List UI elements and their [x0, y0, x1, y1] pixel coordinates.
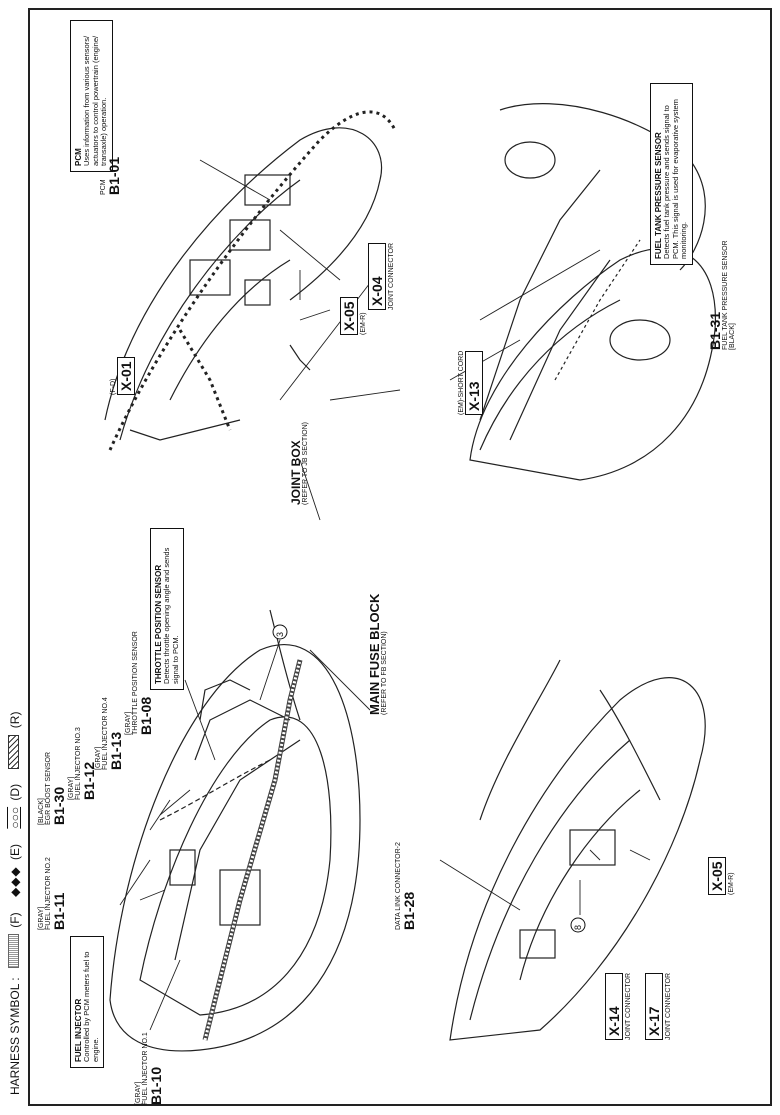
- note-fuel-tank-body: Detects fuel tank pressure and sends sig…: [662, 99, 689, 259]
- note-fuel-injector: FUEL INJECTOR Controlled by PCM meters f…: [70, 936, 105, 1068]
- legend-label: HARNESS SYMBOL :: [8, 977, 22, 1095]
- joint-box-sub: (REFER TO JB SECTION): [302, 422, 309, 505]
- note-fuel-tank-sensor: FUEL TANK PRESSURE SENSOR Detects fuel t…: [650, 83, 694, 265]
- interior-rear-drawing: [449, 659, 706, 1041]
- legend-item-f: (F): [8, 912, 22, 928]
- rear-vehicle-drawing: [469, 103, 716, 481]
- connector-b1-10: [GRAY] FUEL INJECTOR NO.1 B1-10: [135, 1032, 164, 1105]
- main-fuse-title: MAIN FUSE BLOCK: [367, 593, 382, 715]
- page-frame: [28, 8, 772, 1106]
- connector-b1-08: [GRAY] THROTTLE POSITION SENSOR B1-08: [125, 631, 154, 735]
- connector-x-05-dash: X-05 (EM-R): [340, 297, 367, 335]
- legend-item-d: (D): [8, 783, 22, 801]
- callout-8: 8: [573, 924, 583, 930]
- joint-box-title: JOINT BOX: [289, 440, 303, 505]
- connector-b1-11: [GRAY] FUEL INJECTOR NO.2 B1-11: [38, 857, 67, 930]
- connector-b1-30: [BLACK] EGR BOOST SENSOR B1-30: [38, 752, 67, 825]
- connector-b1-13: [GRAY] FUEL INJECTOR NO.4 B1-13: [95, 697, 124, 770]
- note-throttle-sensor: THROTTLE POSITION SENSOR Detects throttl…: [150, 528, 185, 690]
- main-fuse-block: MAIN FUSE BLOCK (REFER TO FB SECTION): [367, 593, 388, 715]
- legend-item-r: (R): [8, 711, 22, 729]
- connector-x-01: (F-D) X-01: [110, 357, 135, 395]
- connector-b1-12: [GRAY] FUEL INJECTOR NO.3 B1-12: [68, 727, 97, 800]
- legend-swatch-r: [8, 734, 19, 769]
- legend-swatch-f: [8, 934, 19, 969]
- connector-b1-31: B1-31 FUEL TANK PRESSURE SENSOR [BLACK]: [707, 240, 736, 350]
- connector-x-17: X-17 JOINT CONNECTOR: [645, 972, 672, 1040]
- legend-swatch-e: ◆◆◆: [8, 866, 22, 898]
- connector-x-05-rear: X-05 (EM-R): [708, 857, 735, 895]
- connector-x-14: X-14 JOINT CONNECTOR: [605, 972, 632, 1040]
- harness-legend: HARNESS SYMBOL : (F) ◆◆◆ (E) ○○○ (D) (R): [8, 711, 22, 1095]
- engine-bay-drawing: [109, 609, 361, 1052]
- legend-item-e: (E): [8, 844, 22, 861]
- connector-x-13: (EM)-SHORT CORD X-13: [458, 350, 483, 415]
- connector-b1-01: PCM B1-01: [100, 156, 122, 195]
- connector-x-04: X-04 JOINT CONNECTOR: [368, 242, 395, 310]
- main-fuse-sub: (REFER TO FB SECTION): [381, 631, 388, 715]
- joint-box: JOINT BOX (REFER TO JB SECTION): [289, 422, 309, 505]
- connector-b1-28: DATA LINK CONNECTOR-2 B1-28: [395, 842, 417, 930]
- leader-lines: [119, 159, 651, 1031]
- note-pcm: PCM Uses information from various sensor…: [70, 20, 114, 172]
- note-throttle-body: Detects throttle opening angle and sends…: [162, 547, 180, 684]
- note-pcm-body: Uses information from various sensors/ a…: [82, 35, 109, 166]
- callout-circles: [272, 624, 586, 933]
- dashboard-drawing: [104, 110, 397, 451]
- callout-3: 3: [275, 631, 285, 637]
- note-fuel-injector-body: Controlled by PCM meters fuel to engine.: [82, 951, 100, 1062]
- legend-swatch-d: ○○○: [8, 806, 22, 829]
